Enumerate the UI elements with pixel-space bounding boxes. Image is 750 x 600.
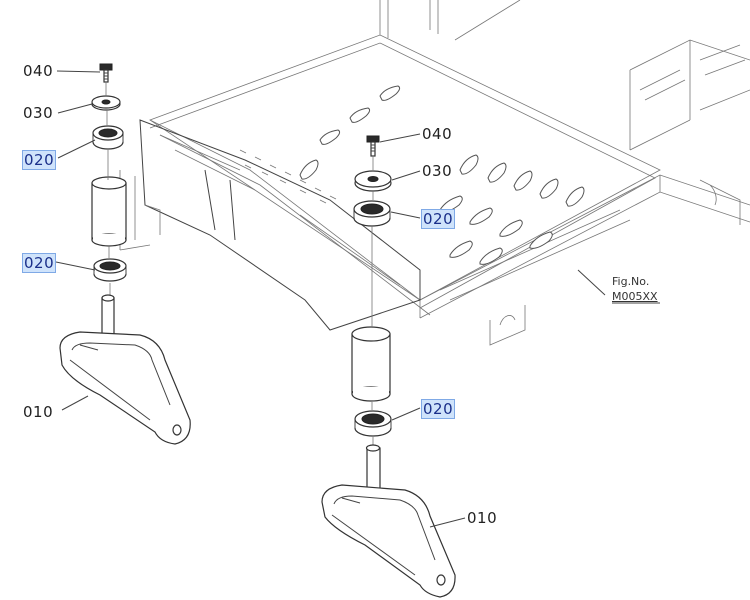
right-callout-020-upper[interactable]: 020 [421,209,456,229]
left-callout-020-upper[interactable]: 020 [22,150,57,170]
right-bearing-020-lower [354,410,392,437]
right-callout-010[interactable]: 010 [467,509,498,527]
left-bolt-040 [99,63,113,83]
right-callout-020-lower[interactable]: 020 [421,399,456,419]
left-bearing-020-lower [93,258,127,282]
chassis-frame [119,0,750,346]
right-callout-030[interactable]: 030 [422,162,453,180]
right-washer-030 [354,170,392,192]
leader-lines [55,70,660,528]
left-callout-030[interactable]: 030 [23,104,54,122]
figure-number: M005XX [612,290,658,303]
left-caster-assembly [59,63,191,445]
right-bolt-040 [366,135,380,157]
deck-slots [299,85,585,265]
left-callout-010[interactable]: 010 [23,403,54,421]
right-bearing-020-upper [353,200,391,227]
right-caster-assembly [321,135,456,598]
left-caster-fork-010 [59,294,191,445]
left-washer-030 [91,95,121,111]
right-caster-fork-010 [321,444,456,598]
left-callout-040[interactable]: 040 [23,62,54,80]
figure-number-label: Fig.No. [612,275,650,288]
left-bearing-020-upper [92,125,124,150]
left-callout-020-lower[interactable]: 020 [22,253,57,273]
left-spacer-tube [91,176,127,247]
right-spacer-tube [351,326,391,402]
right-callout-040[interactable]: 040 [422,125,453,143]
